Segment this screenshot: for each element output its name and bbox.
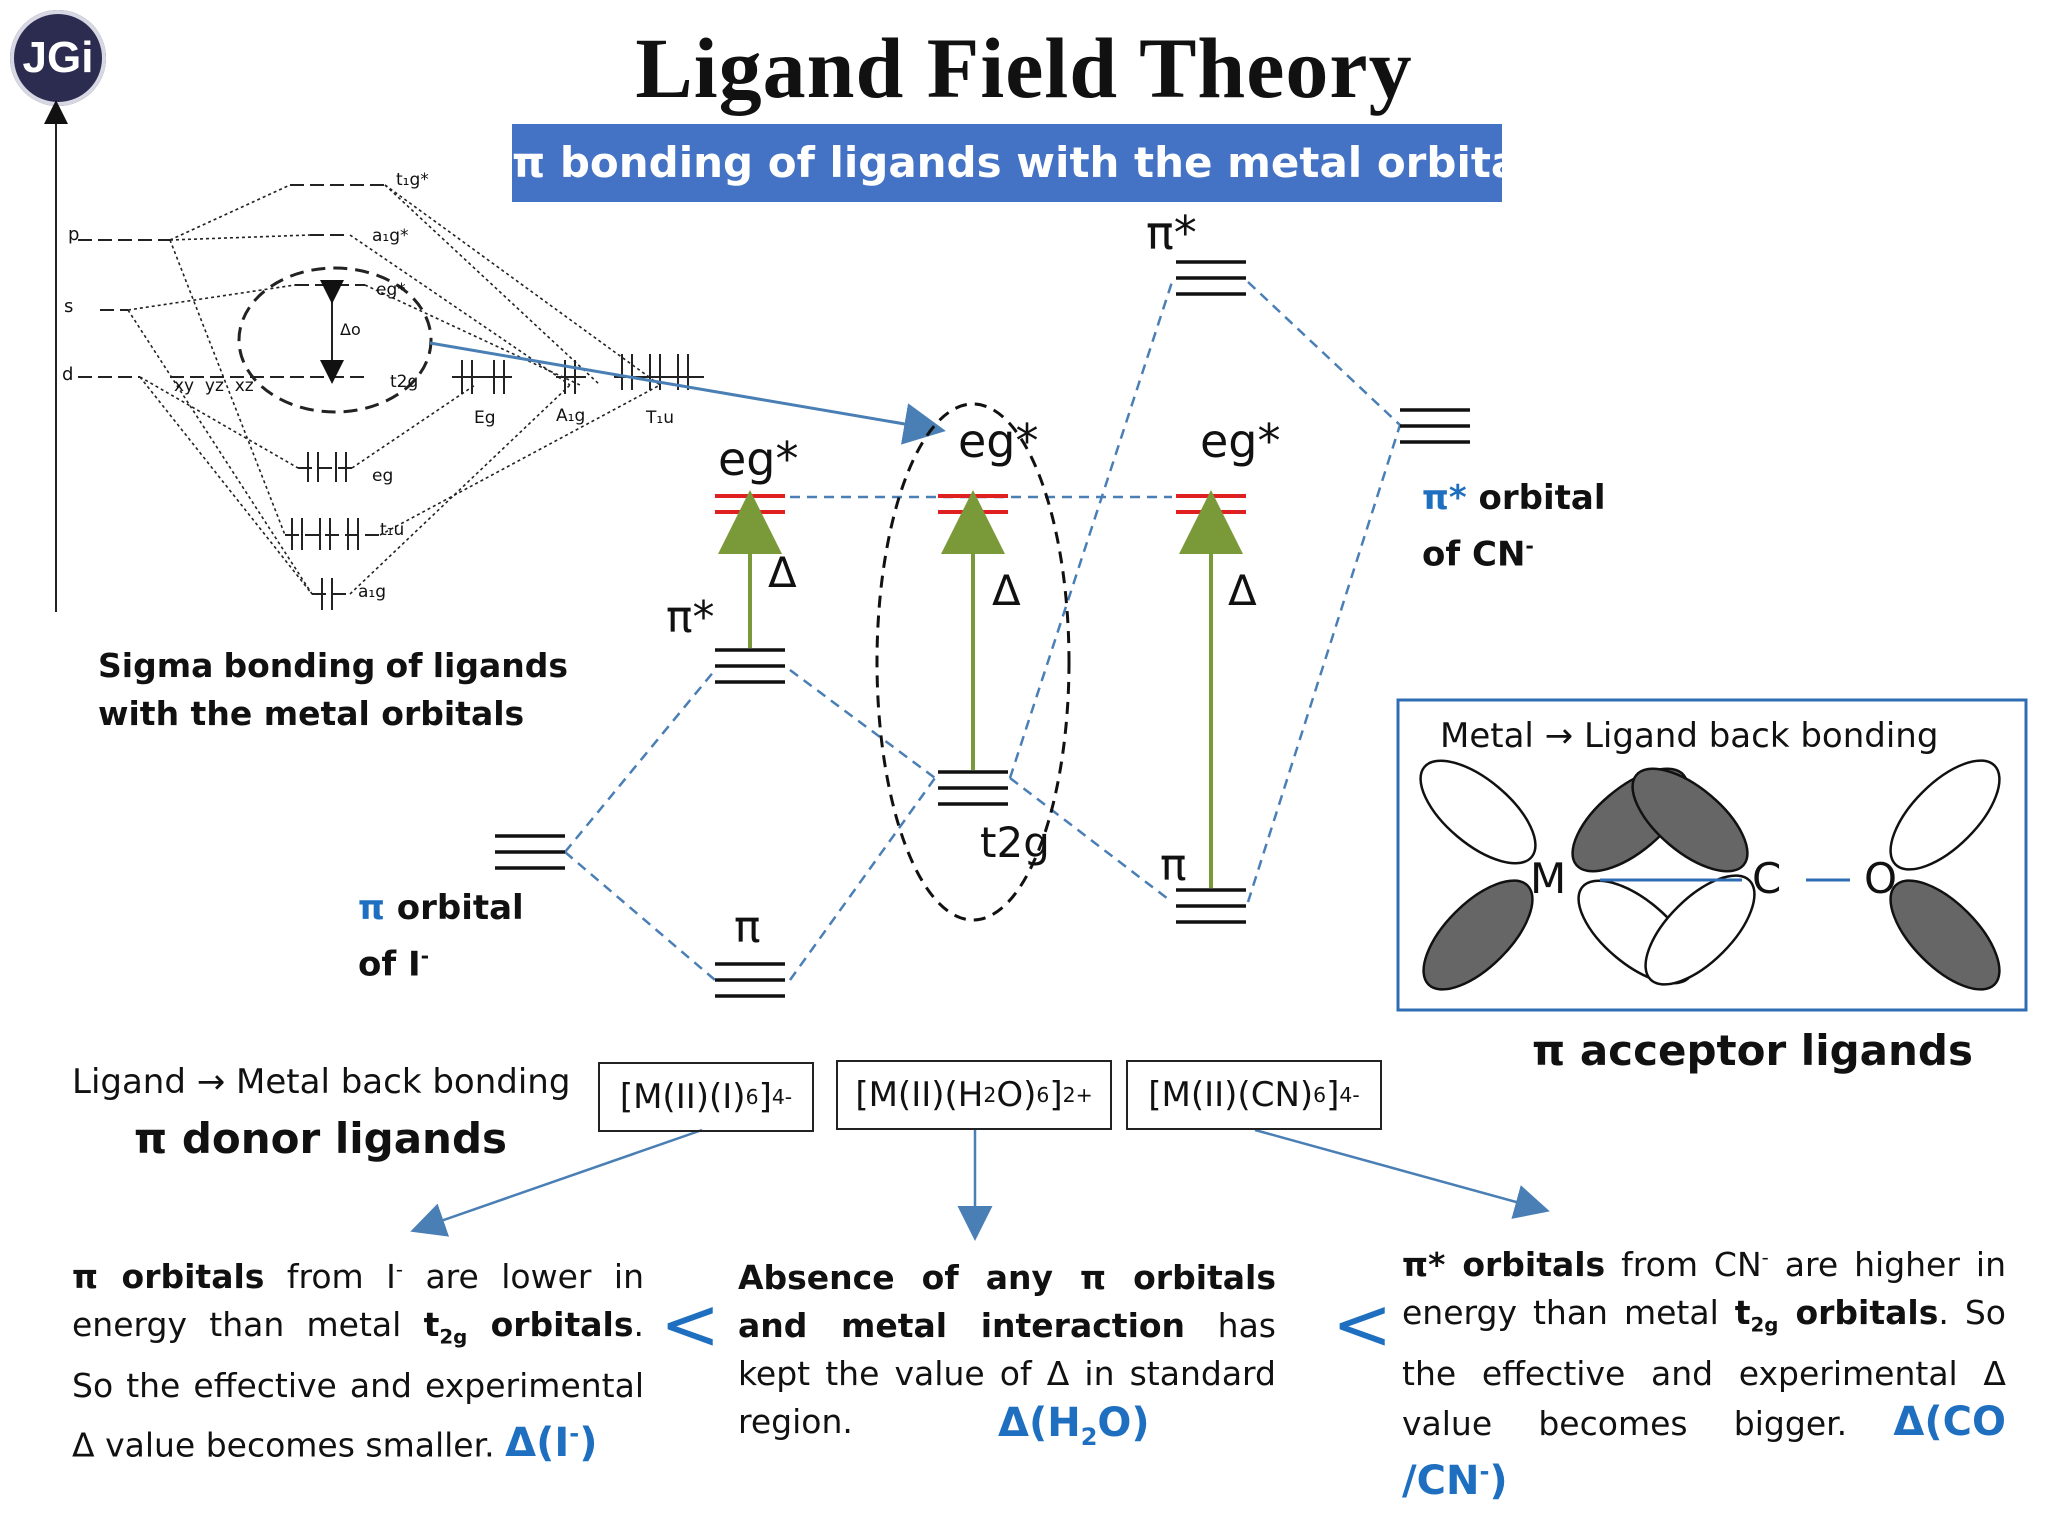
explanation-iodide: π orbitals from I- are lower in energy t… bbox=[72, 1257, 645, 1466]
Eg-group-label: Eg bbox=[474, 408, 496, 428]
d-label: d bbox=[62, 364, 74, 385]
acceptor-caption: π acceptor ligands bbox=[1532, 1026, 1973, 1075]
cn-pi-star-orbital bbox=[1400, 408, 1470, 444]
complex-iodide: [M(II)(I)6]4- bbox=[598, 1062, 814, 1132]
iodide-orbital-label: π orbital of I- bbox=[358, 888, 524, 985]
d-orbitals-label: xy yz xz bbox=[174, 376, 254, 396]
complex-cyanide: [M(II)(CN)6]4- bbox=[1126, 1060, 1382, 1130]
donor-title: Ligand → Metal back bonding bbox=[72, 1062, 571, 1102]
s-label: s bbox=[64, 296, 74, 317]
delta-iodide: Δ(I-) bbox=[505, 1419, 598, 1466]
left-delta-label: Δ bbox=[768, 548, 797, 597]
middle-t2g bbox=[938, 770, 1008, 806]
backbond-diagram bbox=[1396, 698, 2028, 1012]
T1u-group-label: T₁u bbox=[646, 408, 674, 428]
cn-orbital-label: π* orbital of CN- bbox=[1422, 478, 1606, 575]
left-pi bbox=[715, 962, 785, 998]
left-eg-label: eg* bbox=[718, 432, 799, 486]
right-pi-label: π bbox=[1160, 840, 1187, 891]
explanation-water: Absence of any π orbitals and metal inte… bbox=[738, 1258, 1276, 1441]
right-pi bbox=[1176, 888, 1246, 924]
right-pi-star bbox=[1176, 260, 1246, 296]
middle-eg bbox=[938, 494, 1008, 514]
jgi-logo: JGi bbox=[10, 10, 106, 106]
left-pi-star-label: π* bbox=[666, 592, 715, 643]
sigma-diagram bbox=[44, 100, 704, 612]
a1g-star-label: a₁g* bbox=[372, 226, 409, 246]
A1g-group-label: A₁g bbox=[556, 406, 586, 426]
eg-label: eg bbox=[372, 466, 394, 486]
atom-c: C bbox=[1752, 854, 1782, 903]
right-pi-star-label: π* bbox=[1146, 206, 1197, 260]
t1u-label: t₁u bbox=[380, 520, 405, 540]
t1g-star-label: t₁g* bbox=[396, 170, 429, 190]
a1g-label: a₁g bbox=[358, 582, 387, 602]
left-eg bbox=[715, 494, 785, 514]
pi-diagram bbox=[495, 260, 1470, 998]
left-pi-label: π bbox=[734, 902, 761, 953]
middle-t2g-label: t2g bbox=[980, 818, 1050, 867]
delta-o-label: Δo bbox=[340, 320, 361, 339]
delta-water: Δ(H2O) bbox=[998, 1400, 1150, 1451]
p-label: p bbox=[68, 224, 80, 245]
middle-eg-label: eg* bbox=[958, 414, 1039, 468]
backbond-title: Metal → Ligand back bonding bbox=[1440, 716, 1939, 756]
right-delta-label: Δ bbox=[1228, 566, 1257, 615]
link-arrow bbox=[429, 341, 946, 445]
atom-o: O bbox=[1864, 854, 1898, 903]
subtitle-banner: π bonding of ligands with the metal orbi… bbox=[512, 124, 1575, 202]
atom-m: M bbox=[1530, 854, 1567, 903]
page-title: Ligand Field Theory bbox=[635, 20, 1413, 116]
less-than-left: < bbox=[660, 1282, 721, 1366]
t2g-label: t2g bbox=[390, 372, 419, 392]
eg-star-label: eg* bbox=[376, 280, 406, 300]
right-eg-label: eg* bbox=[1200, 414, 1281, 468]
donor-caption: π donor ligands bbox=[134, 1114, 508, 1163]
iodide-pi-orbital bbox=[495, 834, 565, 870]
sigma-caption: Sigma bonding of ligands with the metal … bbox=[98, 646, 568, 733]
less-than-right: < bbox=[1332, 1282, 1393, 1366]
delta-cyanide: Δ(CO /CN-) bbox=[1402, 1398, 2006, 1504]
right-eg bbox=[1176, 494, 1246, 514]
explanation-cyanide: π* orbitals from CN- are higher in energ… bbox=[1402, 1245, 2006, 1504]
middle-delta-label: Δ bbox=[992, 566, 1021, 615]
left-pi-star bbox=[715, 648, 785, 684]
